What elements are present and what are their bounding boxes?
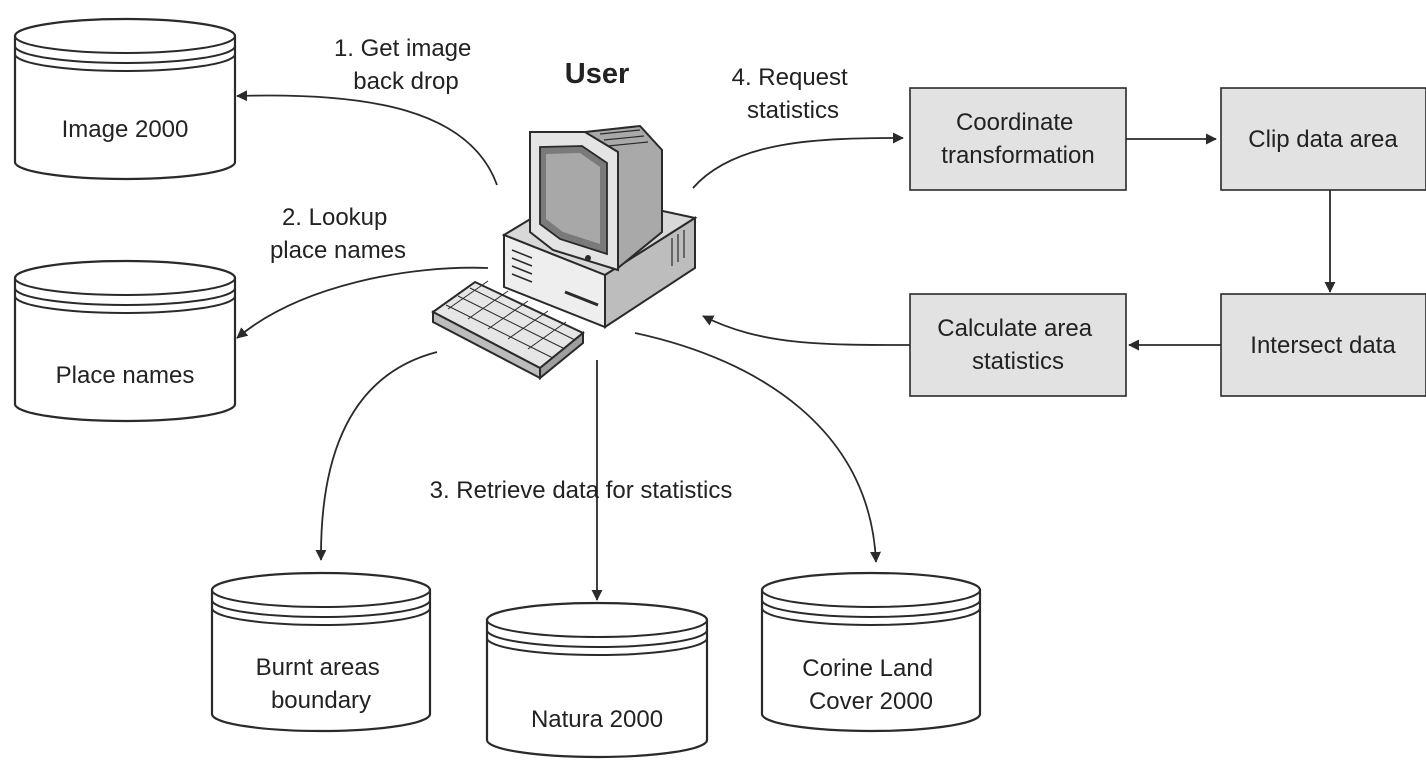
flow-label-step-1: 1. Get image back drop [334,35,478,95]
arrow-statistics-to-user [702,315,911,346]
process-clip-data-area: Clip data area [1220,87,1426,191]
flow-label-step-3: 3. Retrieve data for statistics [430,477,733,504]
database-label: Place names [56,362,195,389]
arrow-lookup-place-names [236,266,489,339]
database-corine-land-cover-2000: Corine Land Cover 2000 [760,571,982,733]
user-computer-icon [431,124,698,381]
database-place-names: Place names [13,259,237,423]
process-label: Calculate area statistics [937,315,1098,375]
flow-label-step-2: 2. Lookup place names [270,204,406,264]
process-coordinate-transformation: Coordinate transformation [909,87,1127,191]
process-label: Intersect data [1250,332,1396,359]
process-intersect-data: Intersect data [1220,293,1426,397]
flow-label-step-4: 4. Request statistics [732,64,855,124]
arrow-to-corine [634,332,882,563]
database-label: Burnt areas boundary [256,654,387,714]
database-burnt-areas-boundary: Burnt areas boundary [210,571,432,733]
arrow-request-statistics [692,132,904,189]
database-label: Image 2000 [62,116,189,143]
arrow-get-image [236,90,498,186]
user-label: User [565,58,630,90]
database-label: Corine Land Cover 2000 [802,655,939,715]
process-calculate-area-statistics: Calculate area statistics [909,293,1127,397]
database-natura-2000: Natura 2000 [485,601,709,759]
database-label: Natura 2000 [531,706,663,733]
process-label: Coordinate transformation [941,109,1094,169]
arrow-to-burnt-areas [315,351,438,561]
process-label: Clip data area [1248,126,1398,153]
database-image-2000: Image 2000 [13,17,237,181]
